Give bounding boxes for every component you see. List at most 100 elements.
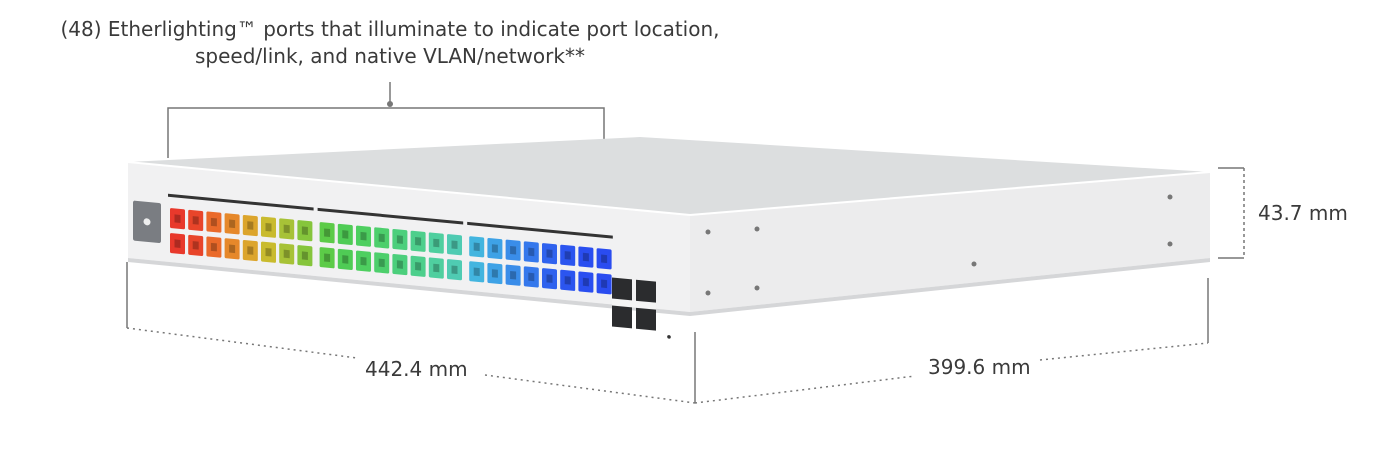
rj45-port[interactable] [337,223,353,246]
port-socket [210,217,217,227]
rj45-port[interactable] [170,208,185,230]
port-group-bar [317,207,464,225]
rj45-port[interactable] [596,273,612,295]
rj45-port[interactable] [261,216,276,238]
port-socket [433,263,440,273]
rj45-port[interactable] [297,245,313,267]
rj45-port[interactable] [542,243,557,265]
switch-side-face [690,172,1210,312]
rj45-port[interactable] [337,248,353,271]
rj45-port-grid [168,193,613,295]
rj45-port[interactable] [188,234,204,256]
rj45-port[interactable] [170,233,185,255]
rj45-port[interactable] [242,214,258,237]
callout-dot [387,101,393,107]
sfp-port[interactable] [612,304,632,329]
dimension-lines [126,167,1245,404]
port-socket [301,226,308,235]
rj45-port[interactable] [487,237,503,260]
rj45-port[interactable] [487,262,503,285]
rj45-port[interactable] [542,268,557,290]
port-socket [473,242,480,252]
port-socket [265,222,272,232]
port-group-bar [168,193,314,211]
rj45-port[interactable] [374,227,390,249]
rj45-port[interactable] [410,255,426,277]
rj45-port[interactable] [578,271,594,293]
rj45-port[interactable] [392,229,408,251]
rj45-port[interactable] [523,266,539,288]
port-socket [324,253,331,263]
rj45-port[interactable] [392,254,408,276]
port-socket [601,279,608,289]
port-socket [473,267,480,277]
port-socket [491,244,498,253]
port-socket [229,219,236,229]
reset-button[interactable] [667,335,671,339]
port-socket [360,256,367,266]
rj45-port[interactable] [206,236,222,258]
port-socket [564,251,571,260]
port-socket [396,260,403,269]
rj45-port[interactable] [578,246,594,268]
rj45-port[interactable] [356,250,371,272]
port-socket [247,221,254,230]
sfp-port[interactable] [636,306,656,331]
port-socket [433,238,440,248]
sfp-port[interactable] [636,279,656,304]
rj45-port[interactable] [596,248,612,270]
rj45-port[interactable] [505,264,521,286]
rj45-port[interactable] [447,259,462,281]
port-socket [360,231,367,241]
port-socket [210,242,217,252]
rj45-port[interactable] [206,211,222,233]
port-socket [342,255,349,264]
rj45-port[interactable] [261,241,276,263]
port-socket [174,239,181,248]
port-socket [564,276,571,285]
port-socket [451,240,458,250]
rj45-port[interactable] [560,244,576,266]
port-socket [546,249,553,258]
rj45-port[interactable] [428,257,444,279]
rj45-port[interactable] [447,234,462,256]
rj45-port[interactable] [319,222,335,244]
port-socket [174,214,181,223]
port-socket [528,272,535,282]
port-socket [192,241,199,250]
rj45-port[interactable] [469,236,485,258]
etherlighting-callout: (48) Etherlighting™ ports that illuminat… [0,16,780,70]
rj45-port[interactable] [374,252,390,274]
rj45-port[interactable] [410,230,426,252]
rj45-port[interactable] [428,232,444,254]
port-socket [510,245,517,255]
port-socket [415,237,422,246]
rj45-port[interactable] [224,213,240,235]
port-socket [415,262,422,271]
rj45-port[interactable] [505,239,521,261]
height-dimension-label: 43.7 mm [1258,201,1348,225]
port-socket [247,246,254,255]
rj45-port[interactable] [560,269,576,291]
rj45-port[interactable] [297,220,313,242]
port-socket [528,247,535,257]
rj45-port[interactable] [242,239,258,262]
side-screws [705,194,1173,296]
rj45-port[interactable] [188,209,204,231]
rj45-port[interactable] [224,238,240,260]
sfp-port[interactable] [612,277,632,302]
rj45-port[interactable] [356,225,371,247]
callout-line-1: (48) Etherlighting™ ports that illuminat… [60,17,720,41]
port-socket [601,254,608,264]
rj45-port[interactable] [279,243,295,265]
rj45-port[interactable] [319,247,335,269]
port-socket [324,228,331,238]
port-socket [378,233,385,243]
port-socket [301,251,308,260]
front-panel [133,193,671,339]
rj45-port[interactable] [469,261,485,283]
rj45-port[interactable] [279,218,295,240]
port-group-bar [467,221,613,239]
rj45-port[interactable] [523,241,539,263]
